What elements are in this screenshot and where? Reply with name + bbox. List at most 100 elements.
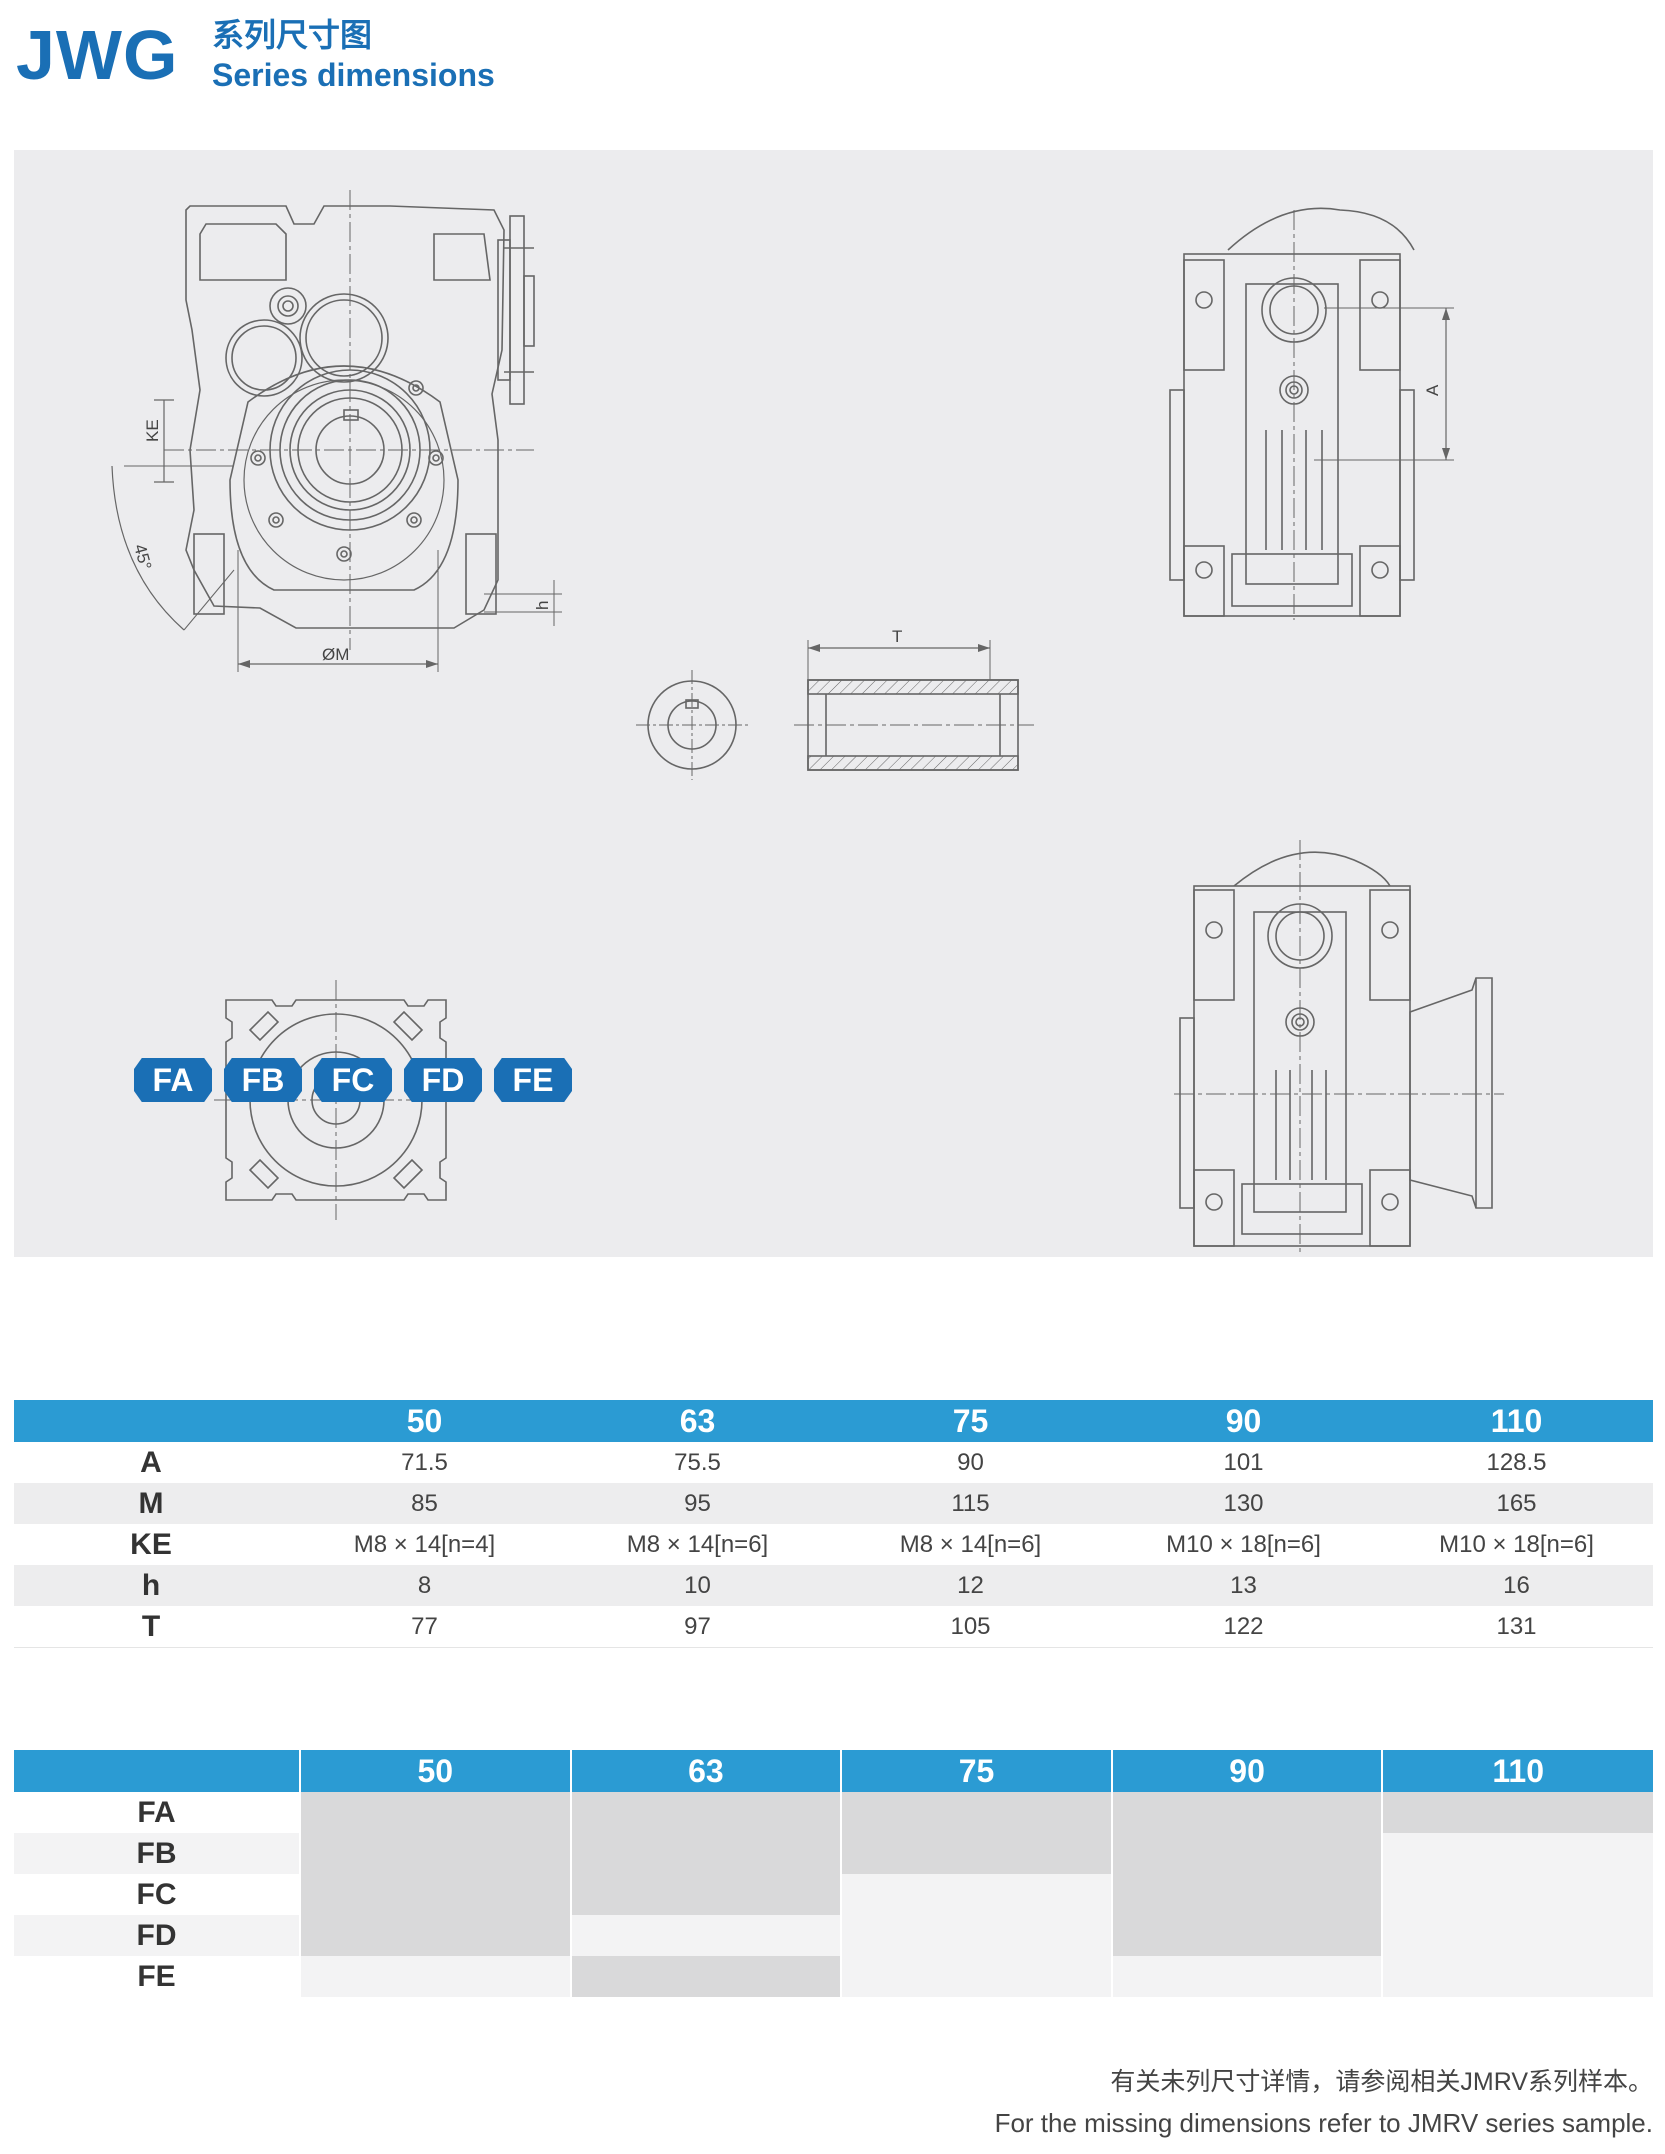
table-cell: 90 [834,1442,1107,1483]
title-english: Series dimensions [212,57,495,93]
availability-cell-empty [1381,1874,1653,1915]
dimensions-table-header: 50 63 75 90 110 [14,1400,1653,1442]
table-cell: 101 [1107,1442,1380,1483]
row-label: T [14,1606,288,1648]
side-view-flange-drawing [1174,840,1504,1252]
availability-cell-empty [299,1956,571,1997]
footnote-chinese: 有关未列尺寸详情，请参阅相关JMRV系列样本。 [1110,2068,1653,2096]
table-row: FA [14,1792,1653,1833]
logo: JWG [16,16,179,94]
table-cell: 105 [834,1606,1107,1648]
table-cell: 131 [1380,1606,1653,1648]
flange-badges: FA FB FC FD FE [134,1058,572,1102]
table-cell: 165 [1380,1483,1653,1524]
availability-cell-empty [1381,1833,1653,1874]
availability-cell-filled [1110,1915,1383,1956]
flange-table-header: 50 63 75 90 110 [14,1750,1653,1792]
header-cell: 63 [569,1750,842,1792]
hollow-shaft-section-drawing [794,640,1034,771]
availability-cell-filled [299,1874,571,1915]
label-angle: 45° [130,542,155,572]
availability-cell-empty [840,1956,1112,1997]
row-label: FB [14,1833,300,1874]
front-view-drawing [111,190,562,672]
availability-cell-filled [840,1833,1112,1874]
availability-cell-filled [299,1833,571,1874]
availability-cell-filled [1110,1833,1383,1874]
table-cell: 12 [834,1565,1107,1606]
availability-cell-empty [1381,1915,1653,1956]
table-cell: 8 [288,1565,561,1606]
table-cell: 85 [288,1483,561,1524]
badge-fa: FA [134,1058,212,1102]
availability-cell-filled [569,1833,842,1874]
header-cell-blank [14,1750,300,1792]
label-a: A [1423,384,1442,396]
availability-cell-filled [1110,1874,1383,1915]
table-cell: 128.5 [1380,1442,1653,1483]
availability-cell-filled [299,1915,571,1956]
badge-fb: FB [224,1058,302,1102]
availability-cell-filled [569,1792,842,1833]
row-label: FA [14,1792,300,1833]
availability-cell-filled [840,1792,1112,1833]
label-m: ØM [322,645,349,664]
title-chinese: 系列尺寸图 [212,17,373,53]
availability-cell-filled [1110,1792,1383,1833]
table-cell: 95 [561,1483,834,1524]
table-cell: 13 [1107,1565,1380,1606]
header-cell: 75 [840,1750,1112,1792]
table-cell: 10 [561,1565,834,1606]
table-cell: 130 [1107,1483,1380,1524]
footnote-english: For the missing dimensions refer to JMRV… [994,2108,1653,2138]
row-label: FD [14,1915,300,1956]
row-label: KE [14,1524,288,1565]
table-cell: 77 [288,1606,561,1648]
row-label: FC [14,1874,300,1915]
header-cell: 63 [561,1400,834,1442]
table-row: FC [14,1874,1653,1915]
availability-cell-empty [1381,1956,1653,1997]
availability-cell-filled [569,1956,842,1997]
table-cell: M10 × 18[n=6] [1107,1524,1380,1565]
table-cell: 16 [1380,1565,1653,1606]
badge-fe: FE [494,1058,572,1102]
row-label: M [14,1483,288,1524]
table-cell: 122 [1107,1606,1380,1648]
header-cell: 50 [288,1400,561,1442]
badge-fd: FD [404,1058,482,1102]
header-cell: 110 [1380,1400,1653,1442]
table-row: FD [14,1915,1653,1956]
table-cell: 71.5 [288,1442,561,1483]
availability-cell-filled [299,1792,571,1833]
table-cell: 75.5 [561,1442,834,1483]
table-cell: M8 × 14[n=4] [288,1524,561,1565]
availability-cell-empty [840,1915,1112,1956]
header-cell: 90 [1107,1400,1380,1442]
label-t: T [892,627,902,646]
shaft-end-drawing [636,670,748,780]
availability-cell-empty [569,1915,842,1956]
label-h: h [533,601,552,610]
row-label: h [14,1565,288,1606]
table-cell: M8 × 14[n=6] [834,1524,1107,1565]
table-cell: M10 × 18[n=6] [1380,1524,1653,1565]
label-ke: KE [143,419,162,442]
availability-cell-empty [840,1874,1112,1915]
table-cell: 115 [834,1483,1107,1524]
header-cell-blank [14,1400,288,1442]
row-label: FE [14,1956,300,1997]
table-row: FE [14,1956,1653,1997]
technical-drawing-panel: KE 45° h ØM A T FA FB FC FD FE [14,150,1653,1257]
header-cell: 50 [299,1750,571,1792]
header-cell: 75 [834,1400,1107,1442]
table-cell: M8 × 14[n=6] [561,1524,834,1565]
availability-cell-filled [1381,1792,1653,1833]
